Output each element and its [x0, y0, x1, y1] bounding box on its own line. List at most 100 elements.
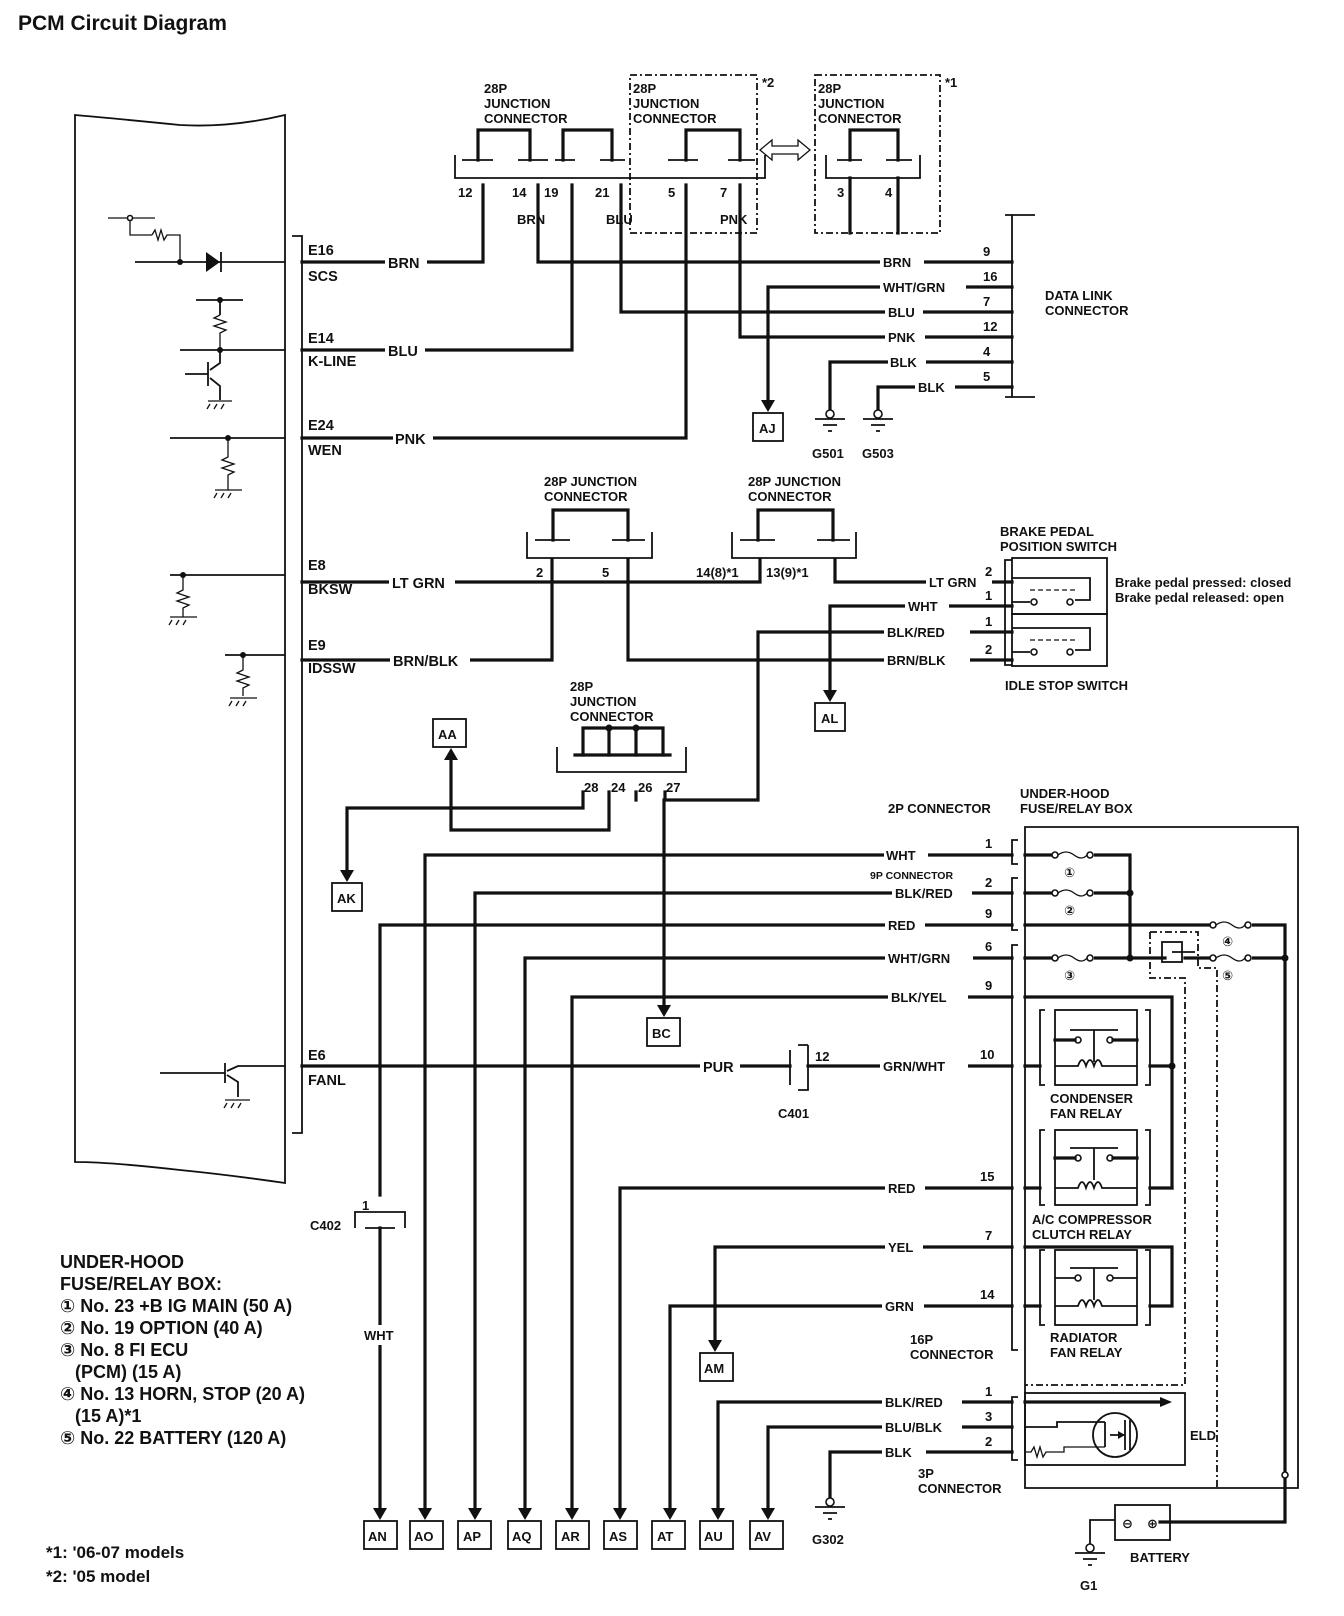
- svg-text:BLK/YEL: BLK/YEL: [891, 990, 947, 1005]
- svg-text:1: 1: [985, 614, 992, 629]
- under-hood-fuse-relay-box: UNDER-HOOD FUSE/RELAY BOX 2P CONNECTOR ①…: [870, 786, 1299, 1496]
- fuse-3-icon: [1051, 953, 1094, 963]
- svg-text:CONNECTOR: CONNECTOR: [818, 111, 902, 126]
- svg-text:28: 28: [584, 780, 598, 795]
- svg-text:JUNCTION: JUNCTION: [818, 96, 884, 111]
- ref-al: AL: [814, 690, 846, 732]
- ref-ap: AP: [457, 1508, 492, 1550]
- svg-text:② No. 19 OPTION (40 A): ② No. 19 OPTION (40 A): [60, 1318, 263, 1338]
- pin-e8: E8: [308, 558, 326, 574]
- ref-av: AV: [749, 1508, 784, 1550]
- svg-text:AR: AR: [561, 1529, 580, 1544]
- svg-text:5: 5: [602, 565, 609, 580]
- signal-fanl: FANL: [308, 1073, 346, 1089]
- svg-text:②: ②: [1064, 903, 1075, 918]
- page-title: PCM Circuit Diagram: [18, 12, 227, 35]
- svg-text:AA: AA: [438, 727, 457, 742]
- svg-text:POSITION SWITCH: POSITION SWITCH: [1000, 539, 1117, 554]
- svg-text:BLK/RED: BLK/RED: [887, 625, 945, 640]
- ground-g503-icon: G503: [862, 409, 894, 461]
- svg-text:14(8)*1: 14(8)*1: [696, 565, 739, 580]
- connector-c402: 1 C402 WHT: [310, 1198, 406, 1345]
- junction-connector-lower: 28P JUNCTION CONNECTOR 28 24 26 27: [556, 679, 687, 795]
- svg-text:26: 26: [638, 780, 652, 795]
- svg-text:④ No. 13 HORN, STOP (20 A): ④ No. 13 HORN, STOP (20 A): [60, 1384, 305, 1404]
- svg-text:21: 21: [595, 185, 609, 200]
- svg-text:WHT/GRN: WHT/GRN: [888, 951, 950, 966]
- pin-e6: E6: [308, 1048, 326, 1064]
- svg-text:BC: BC: [652, 1026, 671, 1041]
- svg-text:12: 12: [983, 319, 997, 334]
- svg-text:(PCM) (15 A): (PCM) (15 A): [75, 1362, 181, 1382]
- fuse-4-icon: [1209, 920, 1252, 930]
- ground-g302-icon: G302: [812, 1497, 845, 1547]
- signal-idssw: IDSSW: [308, 661, 356, 677]
- svg-text:9: 9: [985, 906, 992, 921]
- svg-text:AT: AT: [657, 1529, 673, 1544]
- svg-text:UNDER-HOOD: UNDER-HOOD: [60, 1252, 184, 1272]
- diode-icon: [206, 252, 220, 272]
- svg-text:WHT: WHT: [886, 848, 916, 863]
- svg-text:④: ④: [1222, 934, 1233, 949]
- svg-text:CONDENSER: CONDENSER: [1050, 1091, 1134, 1106]
- svg-text:7: 7: [720, 185, 727, 200]
- svg-text:FUSE/RELAY BOX:: FUSE/RELAY BOX:: [60, 1274, 222, 1294]
- connector-c401: 12 C401: [778, 1044, 829, 1121]
- pin-e16: E16: [308, 243, 334, 259]
- pin-e24: E24: [308, 418, 334, 434]
- wire-label-blu: BLU: [388, 344, 418, 360]
- svg-text:16P: 16P: [910, 1332, 933, 1347]
- svg-text:(15 A)*1: (15 A)*1: [75, 1406, 141, 1426]
- svg-text:3P: 3P: [918, 1466, 934, 1481]
- svg-text:YEL: YEL: [888, 1240, 913, 1255]
- svg-text:JUNCTION: JUNCTION: [633, 96, 699, 111]
- svg-text:1: 1: [985, 1384, 992, 1399]
- svg-text:28P: 28P: [818, 81, 841, 96]
- svg-text:③ No. 8 FI ECU: ③ No. 8 FI ECU: [60, 1340, 188, 1360]
- svg-text:19: 19: [544, 185, 558, 200]
- signal-scs: SCS: [308, 269, 338, 285]
- svg-text:14: 14: [980, 1287, 995, 1302]
- svg-text:6: 6: [985, 939, 992, 954]
- condenser-fan-relay: CONDENSER FAN RELAY: [1023, 1009, 1174, 1121]
- svg-text:BRAKE PEDAL: BRAKE PEDAL: [1000, 524, 1094, 539]
- fuse-5-icon: [1209, 953, 1252, 963]
- fuse-2-icon: [1051, 888, 1094, 898]
- ref-aj: AJ: [752, 400, 784, 442]
- svg-text:4: 4: [983, 344, 991, 359]
- brake-note-released: Brake pedal released: open: [1115, 590, 1284, 605]
- wire-labels: BRN BLU PNK LT GRN BRN/BLK PUR: [385, 252, 740, 1076]
- svg-text:BLK: BLK: [918, 380, 945, 395]
- svg-text:CONNECTOR: CONNECTOR: [570, 709, 654, 724]
- svg-text:GRN: GRN: [885, 1299, 914, 1314]
- svg-text:1: 1: [985, 588, 992, 603]
- svg-text:CONNECTOR: CONNECTOR: [1045, 303, 1129, 318]
- svg-text:CONNECTOR: CONNECTOR: [910, 1347, 994, 1362]
- svg-text:CONNECTOR: CONNECTOR: [633, 111, 717, 126]
- bottom-refs: AN AO AP AQ AR AS AT AU AV: [363, 1508, 784, 1550]
- svg-text:AO: AO: [414, 1529, 434, 1544]
- svg-text:AV: AV: [754, 1529, 771, 1544]
- svg-text:G501: G501: [812, 446, 844, 461]
- svg-text:2: 2: [985, 564, 992, 579]
- svg-text:FAN RELAY: FAN RELAY: [1050, 1345, 1123, 1360]
- ref-au: AU: [699, 1508, 734, 1550]
- svg-text:UNDER-HOOD: UNDER-HOOD: [1020, 786, 1110, 801]
- svg-text:③: ③: [1064, 968, 1075, 983]
- svg-text:A/C COMPRESSOR: A/C COMPRESSOR: [1032, 1212, 1153, 1227]
- pin-e9: E9: [308, 638, 326, 654]
- footnote-1: *1: '06-07 models: [46, 1543, 184, 1562]
- svg-text:CLUTCH RELAY: CLUTCH RELAY: [1032, 1227, 1132, 1242]
- brake-note-pressed: Brake pedal pressed: closed: [1115, 575, 1291, 590]
- svg-text:2: 2: [985, 642, 992, 657]
- wire-label-pnk: PNK: [395, 432, 426, 448]
- svg-text:3: 3: [985, 1409, 992, 1424]
- svg-text:28P JUNCTION: 28P JUNCTION: [748, 474, 841, 489]
- svg-text:CONNECTOR: CONNECTOR: [918, 1481, 1002, 1496]
- svg-text:1: 1: [362, 1198, 369, 1213]
- svg-text:AQ: AQ: [512, 1529, 532, 1544]
- svg-text:28P: 28P: [633, 81, 656, 96]
- svg-text:RADIATOR: RADIATOR: [1050, 1330, 1118, 1345]
- svg-text:13(9)*1: 13(9)*1: [766, 565, 809, 580]
